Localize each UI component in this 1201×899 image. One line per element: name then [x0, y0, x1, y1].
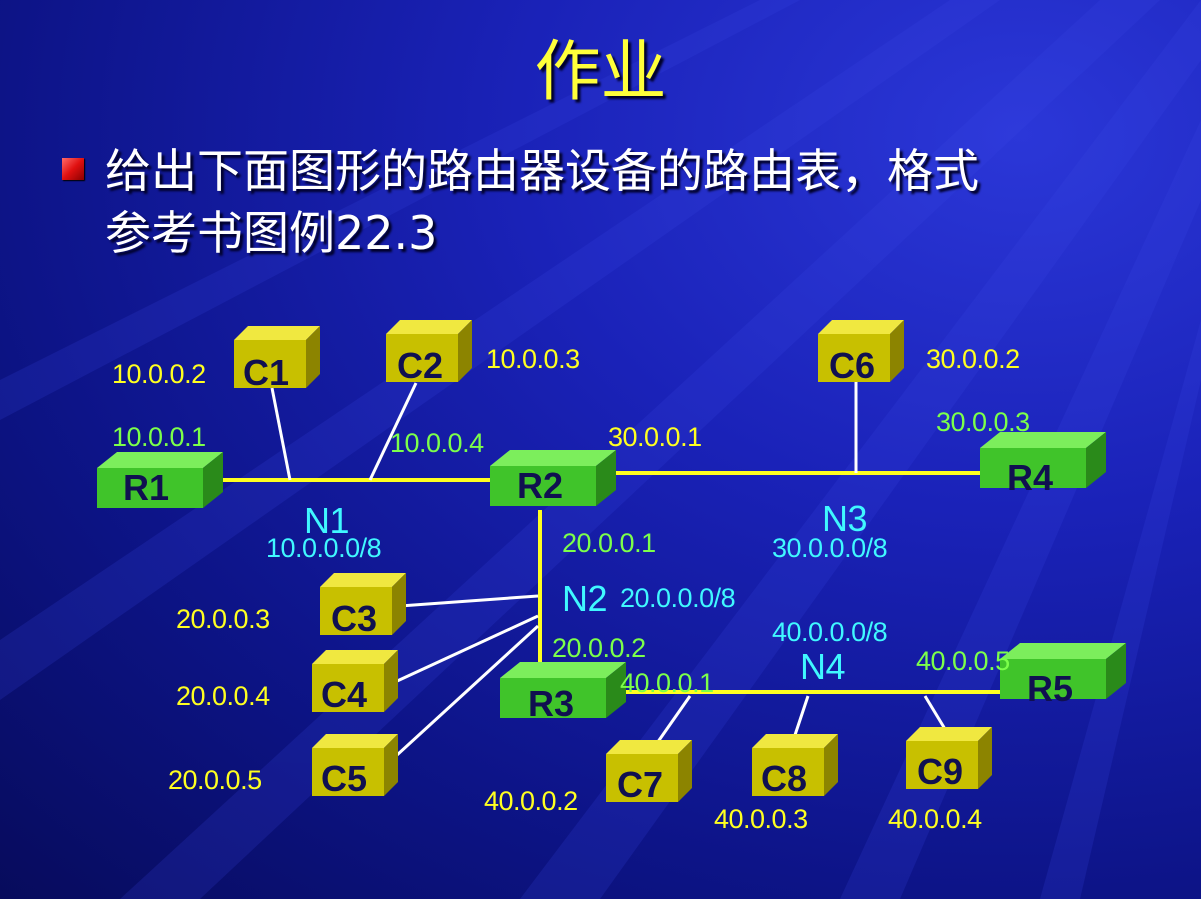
bullet-line-2: 参考书图例22.3	[105, 206, 438, 260]
computer-c8: C8	[752, 734, 838, 799]
computer-c8-label: C8	[761, 758, 807, 799]
computer-c3-label: C3	[331, 598, 377, 639]
ip-c2: 10.0.0.3	[486, 344, 580, 374]
computer-c6: C6	[818, 320, 904, 386]
router-r3: R3	[500, 662, 626, 724]
ip-r3-n4: 40.0.0.1	[620, 668, 714, 698]
computer-c5: C5	[312, 734, 398, 799]
router-r5: R5	[1000, 643, 1126, 709]
computer-c1: C1	[234, 326, 320, 393]
network-n3-name: N3	[822, 498, 867, 539]
router-r4: R4	[980, 432, 1106, 498]
ip-r5: 40.0.0.5	[916, 646, 1010, 676]
computer-c4: C4	[312, 650, 398, 715]
computer-c1-label: C1	[243, 352, 289, 393]
computer-c2-label: C2	[397, 345, 443, 386]
ip-r2-n2: 20.0.0.1	[562, 528, 656, 558]
network-n1-prefix: 10.0.0.0/8	[266, 533, 381, 563]
ip-r3-n2: 20.0.0.2	[552, 633, 646, 663]
network-n4-name: N4	[800, 646, 845, 687]
computer-c3: C3	[320, 573, 406, 639]
ip-c5: 20.0.0.5	[168, 765, 262, 795]
ip-c7: 40.0.0.2	[484, 786, 578, 816]
router-r3-label: R3	[528, 683, 574, 724]
ip-c3: 20.0.0.3	[176, 604, 270, 634]
network-n4-prefix: 40.0.0.0/8	[772, 617, 887, 647]
ip-r1: 10.0.0.1	[112, 422, 206, 452]
router-r1: R1	[97, 452, 223, 508]
computer-c9: C9	[906, 727, 992, 792]
ip-r4: 30.0.0.3	[936, 407, 1030, 437]
computer-c7-label: C7	[617, 764, 663, 805]
router-r4-label: R4	[1007, 457, 1053, 498]
network-n1-name: N1	[304, 500, 349, 541]
router-r1-label: R1	[123, 467, 169, 508]
network-n2-prefix: 20.0.0.0/8	[620, 583, 735, 613]
computer-c5-label: C5	[321, 758, 367, 799]
router-r2: R2	[490, 450, 616, 506]
ip-c9: 40.0.0.4	[888, 804, 982, 834]
router-r5-label: R5	[1027, 668, 1073, 709]
computer-c4-label: C4	[321, 674, 367, 715]
bullet-line-1: 给出下面图形的路由器设备的路由表，格式	[105, 144, 979, 198]
computer-c9-label: C9	[917, 751, 963, 792]
bullet-icon	[62, 158, 84, 180]
router-r2-label: R2	[517, 465, 563, 506]
ip-r2-n3: 30.0.0.1	[608, 422, 702, 452]
ip-c8: 40.0.0.3	[714, 804, 808, 834]
bullet-text: 给出下面图形的路由器设备的路由表，格式 参考书图例22.3	[105, 140, 1165, 264]
ip-c4: 20.0.0.4	[176, 681, 270, 711]
network-n3-prefix: 30.0.0.0/8	[772, 533, 887, 563]
network-n2-name: N2	[562, 578, 607, 619]
computer-c7: C7	[606, 740, 692, 805]
computer-c2: C2	[386, 320, 472, 386]
ip-c6: 30.0.0.2	[926, 344, 1020, 374]
links	[205, 471, 1005, 694]
ip-c1: 10.0.0.2	[112, 359, 206, 389]
computer-c6-label: C6	[829, 345, 875, 386]
ip-r2-n1: 10.0.0.4	[390, 428, 484, 458]
page-title: 作业	[534, 33, 667, 110]
